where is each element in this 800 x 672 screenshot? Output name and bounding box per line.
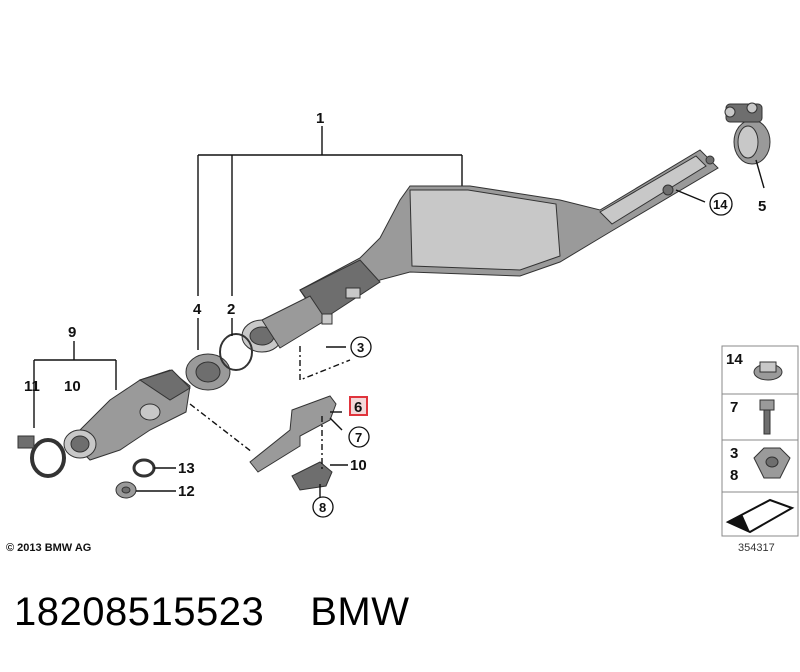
highlight-box (349, 396, 368, 416)
clamp-5[interactable] (724, 102, 771, 165)
clamp-13[interactable] (132, 458, 156, 478)
callout-3-circle: 3 (350, 336, 372, 358)
diagram-number: 354317 (738, 542, 775, 554)
callout-2: 2 (227, 301, 235, 318)
assembly-lines (189, 346, 351, 470)
callout-1-leaders (197, 126, 463, 296)
callout-8-circle: 8 (312, 496, 334, 518)
callout-6-highlight[interactable]: 6 (349, 396, 368, 416)
callout-8: 8 (319, 500, 326, 515)
exploded-parts-diagram: 1 2 4 5 9 11 10 13 12 10 3 14 7 8 6 14 7 (17, 102, 799, 537)
bracket-6[interactable] (249, 395, 337, 473)
callout-13: 13 (178, 460, 195, 477)
part-number: 18208515523 (14, 590, 265, 634)
callout-6: 6 (354, 399, 362, 416)
copyright-text: © 2013 BMW AG (6, 542, 92, 554)
fastener-legend: 14 7 3 8 (721, 345, 799, 537)
callout-14: 14 (713, 197, 728, 212)
callout-14-circle: 14 (709, 192, 733, 216)
callout-11: 11 (24, 378, 40, 395)
nut-12[interactable] (115, 481, 137, 499)
callout-5: 5 (758, 198, 766, 215)
part-number-footer: 18208515523 BMW (14, 590, 455, 635)
legend-row1-label: 14 (726, 351, 743, 368)
callout-9: 9 (68, 324, 76, 341)
flange-nut-icon (753, 361, 783, 381)
gasket-4[interactable] (185, 353, 231, 391)
catalytic-converter[interactable] (241, 149, 719, 353)
callout-7: 7 (355, 430, 362, 445)
legend-row3-label-top: 3 (730, 445, 738, 462)
callout-10-left: 10 (64, 378, 81, 395)
clamp-11[interactable] (17, 435, 66, 478)
legend-row3-label-bottom: 8 (730, 467, 738, 484)
callout-7-circle: 7 (348, 426, 370, 448)
callout-leaders (33, 159, 765, 498)
bolt-icon (759, 399, 775, 435)
brand-name: BMW (310, 590, 410, 634)
seal-ring-2[interactable] (219, 333, 253, 371)
callout-3: 3 (357, 340, 364, 355)
legend-row2-label: 7 (730, 399, 738, 416)
direction-arrow-icon (725, 498, 795, 534)
front-pipe-9[interactable] (63, 369, 191, 461)
callout-12: 12 (178, 483, 195, 500)
mount-10[interactable] (291, 461, 333, 491)
callout-1: 1 (316, 110, 324, 127)
hex-nut-icon (753, 447, 791, 479)
callout-10-right: 10 (350, 457, 367, 474)
callout-4: 4 (193, 301, 202, 318)
